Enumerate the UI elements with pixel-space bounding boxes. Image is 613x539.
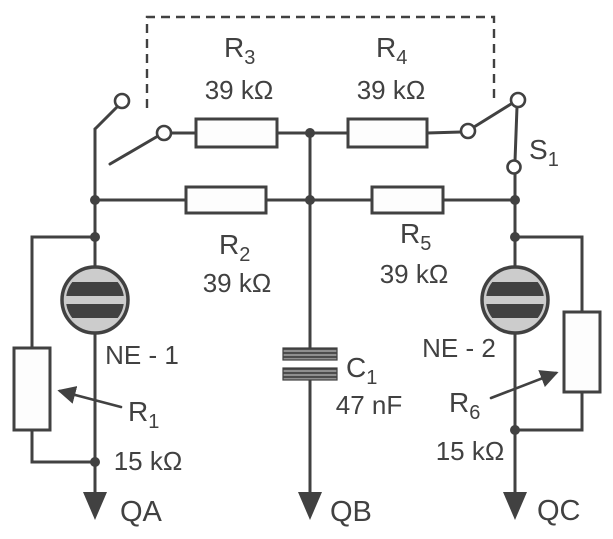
r5-body <box>370 185 445 215</box>
resistor-r3: R3 39 kΩ <box>194 32 279 149</box>
ne1-bulb <box>60 265 130 335</box>
c1-label: C1 <box>346 352 377 389</box>
ne2-bulb <box>480 265 550 335</box>
wire <box>30 428 97 464</box>
r1-value: 15 kΩ <box>114 446 183 476</box>
qb-arrow-icon <box>298 492 322 520</box>
switch-terminal <box>506 159 522 175</box>
junction-dot <box>90 232 100 242</box>
ne1-electrode <box>66 304 124 318</box>
neon-lamp-ne1: NE - 1 <box>60 265 179 370</box>
resistor-r5: R5 39 kΩ <box>370 185 449 289</box>
s1-label: S1 <box>529 134 559 171</box>
r6-body <box>562 310 602 394</box>
junction-dot <box>510 232 520 242</box>
junction-dot <box>510 425 520 435</box>
c1-plate-top <box>282 347 338 361</box>
neon-lamp-ne2: NE - 2 <box>422 265 550 363</box>
wire <box>30 235 97 350</box>
r1-body <box>12 346 52 432</box>
ne2-electrode <box>486 282 544 296</box>
switch-terminal <box>459 122 477 140</box>
r3-value: 39 kΩ <box>205 75 274 105</box>
r4-value: 39 kΩ <box>357 75 426 105</box>
junction-dots <box>90 128 520 467</box>
wire <box>513 235 584 314</box>
junction-dot <box>90 457 100 467</box>
ne2-electrode <box>486 304 544 318</box>
r2-label: R2 <box>219 229 250 266</box>
output-qa: QA <box>83 492 163 528</box>
resistor-r1: R1 15 kΩ <box>12 346 183 476</box>
r4-label: R4 <box>376 32 407 69</box>
r2-body <box>184 185 268 215</box>
ne1-label: NE - 1 <box>105 340 179 370</box>
switch-blade-right <box>472 102 513 129</box>
switch-terminal <box>155 124 173 142</box>
output-qb: QB <box>298 492 372 528</box>
ne2-label: NE - 2 <box>422 333 496 363</box>
output-qc: QC <box>503 492 581 527</box>
switch-blade-left <box>108 134 160 166</box>
qc-label: QC <box>537 495 581 527</box>
wire <box>513 105 519 163</box>
qa-label: QA <box>120 496 163 528</box>
r2-value: 39 kΩ <box>203 268 272 298</box>
resistor-r4: R4 39 kΩ <box>346 32 429 149</box>
r3-label: R3 <box>224 32 255 69</box>
switch-terminal <box>113 92 131 110</box>
junction-dot <box>305 195 315 205</box>
r6-pointer-arrow <box>489 370 559 400</box>
wire <box>513 390 584 432</box>
switch-terminal <box>509 91 527 109</box>
r1-pointer-arrow <box>57 386 123 409</box>
wire <box>93 105 119 131</box>
junction-dot <box>90 195 100 205</box>
r1-label: R1 <box>128 396 159 433</box>
qb-label: QB <box>330 496 372 528</box>
resistor-r2: R2 39 kΩ <box>184 185 272 298</box>
r3-body <box>194 117 279 149</box>
switch-linkage-dashed-box <box>145 15 496 108</box>
switch-s1: S1 <box>108 91 559 175</box>
resistor-r6: R6 15 kΩ <box>436 310 602 466</box>
qc-arrow-icon <box>503 492 527 520</box>
r6-label: R6 <box>449 387 480 424</box>
ne1-electrode <box>66 282 124 296</box>
wire <box>425 130 463 135</box>
junction-dot <box>510 195 520 205</box>
r5-label: R5 <box>400 218 431 255</box>
wires <box>30 105 584 497</box>
r4-body <box>346 117 429 149</box>
junction-dot <box>305 128 315 138</box>
r6-value: 15 kΩ <box>436 436 505 466</box>
qa-arrow-icon <box>83 492 107 520</box>
c1-value: 47 nF <box>336 390 403 420</box>
r5-value: 39 kΩ <box>380 259 449 289</box>
capacitor-c1: C1 47 nF <box>282 347 403 420</box>
c1-plate-bottom <box>282 367 338 381</box>
